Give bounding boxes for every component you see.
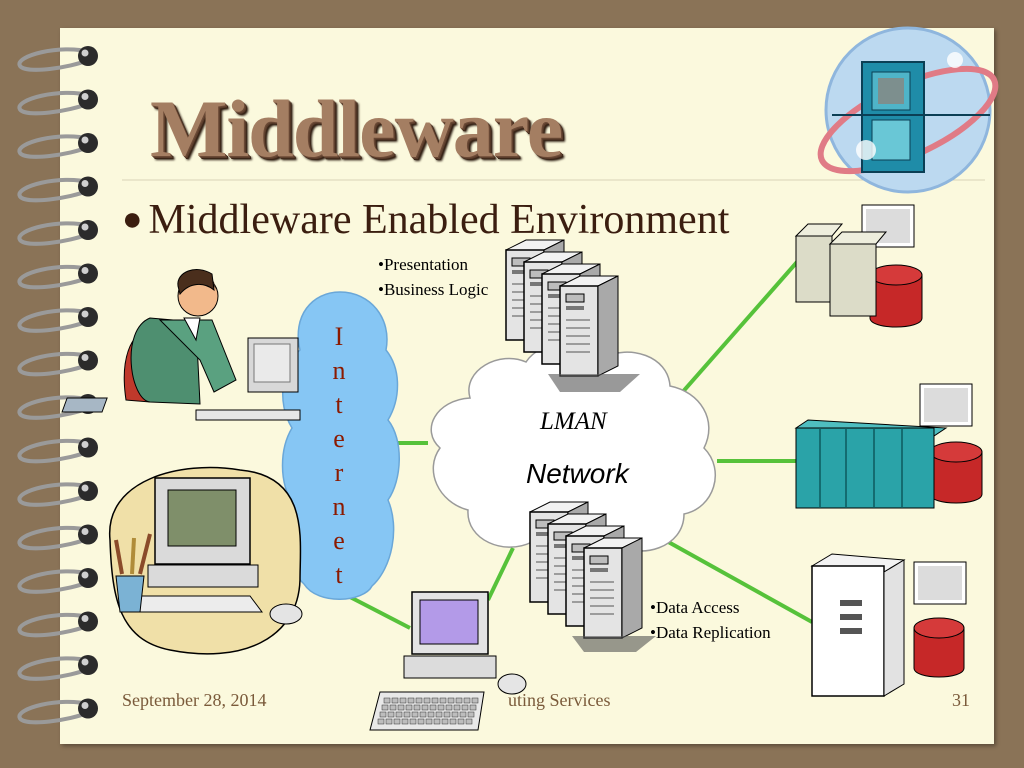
spiral-ring-icon <box>17 220 98 246</box>
footer-date: September 28, 2014 <box>122 690 267 710</box>
database-server-1 <box>794 204 923 328</box>
internet-letter: e <box>333 526 345 555</box>
businessman-icon <box>61 269 301 421</box>
data-replication-label: •Data Replication <box>650 623 771 642</box>
bullet-text: Middleware Enabled Environment <box>148 197 730 243</box>
internet-letter: e <box>333 424 345 453</box>
database-server-2 <box>794 383 983 509</box>
internet-letter: t <box>335 390 343 419</box>
internet-letter: n <box>332 492 346 521</box>
internet-letter: I <box>334 322 344 351</box>
internet-letter: t <box>335 560 343 589</box>
spiral-ring-icon <box>17 481 98 507</box>
slide-title: Middleware <box>150 83 563 174</box>
spiral-ring-icon <box>17 176 98 203</box>
spiral-ring-icon <box>17 46 98 72</box>
footer-page-number: 31 <box>952 690 970 710</box>
bullet-icon: ● <box>122 201 143 238</box>
spiral-ring-icon <box>17 655 98 681</box>
footer-center: uting Services <box>508 690 611 710</box>
internet-letter: r <box>334 458 344 487</box>
client-pc-icon <box>369 591 527 731</box>
spiral-ring-icon <box>17 524 98 551</box>
business-logic-label: •Business Logic <box>378 280 489 299</box>
spiral-ring-icon <box>17 307 98 333</box>
database-server-3 <box>810 553 967 697</box>
spiral-ring-icon <box>17 133 98 159</box>
globe-server-icon <box>817 26 999 194</box>
app-server-stack <box>505 239 640 392</box>
data-server-stack <box>529 501 656 652</box>
presentation-label: •Presentation <box>378 255 468 274</box>
spiral-ring-icon <box>17 89 98 116</box>
internet-letter: n <box>332 356 346 385</box>
spiral-binding <box>17 46 98 725</box>
lman-label: LMAN <box>540 408 607 435</box>
spiral-ring-icon <box>17 263 98 290</box>
spiral-ring-icon <box>17 350 98 377</box>
data-access-label: •Data Access <box>650 598 740 617</box>
spiral-ring-icon <box>17 568 98 594</box>
spiral-ring-icon <box>17 437 98 464</box>
desktop-computer-icon <box>109 466 303 655</box>
bullet-item: ●Middleware Enabled Environment <box>122 196 729 244</box>
spiral-ring-icon <box>17 611 98 638</box>
spiral-ring-icon <box>17 698 98 725</box>
network-label: Network <box>526 458 629 489</box>
